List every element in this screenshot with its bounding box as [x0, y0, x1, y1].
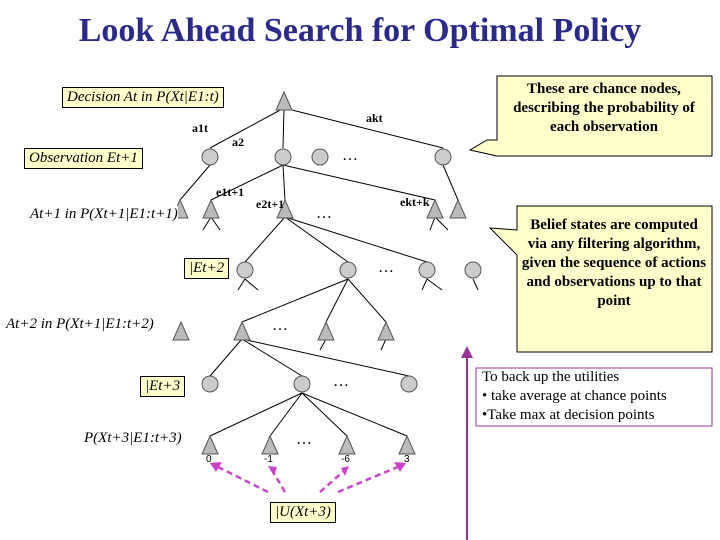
utility-arrows	[215, 464, 401, 494]
leaf-value-3: -6	[341, 454, 350, 465]
page-title: Look Ahead Search for Optimal Policy	[78, 12, 642, 49]
edge-label-ak: akt	[366, 111, 383, 125]
observation-label: Observation Et+1	[24, 148, 143, 169]
belief-callout-shape	[488, 205, 713, 353]
backup-arrowhead	[461, 346, 473, 358]
utility-arrowheads	[210, 462, 406, 476]
decision-t-label: Decision At in P(Xt|E1:t)	[62, 87, 224, 108]
ellipsis-1: …	[342, 147, 358, 164]
chance-nodes	[201, 148, 482, 393]
a-t1-label: At+1 in P(Xt+1|E1:t+1)	[30, 206, 178, 223]
ellipsis-2: …	[316, 205, 332, 222]
e-t2-label: |Et+2	[184, 258, 230, 279]
e-t3-label: |Et+3	[140, 376, 186, 397]
p-t3-label: P(Xt+3|E1:t+3)	[84, 430, 182, 447]
a-t2-label: At+2 in P(Xt+1|E1:t+2)	[6, 316, 154, 333]
chance-callout-shape	[468, 75, 713, 157]
backup-item-average: • take average at chance points	[482, 388, 667, 404]
utility-label: |U(Xt+3)	[270, 502, 336, 523]
backup-heading: To back up the utilities	[482, 369, 620, 385]
backup-item-max: •Take max at decision points	[482, 407, 655, 423]
edge-label-e2: e2t+1	[256, 197, 284, 211]
tree-edges	[179, 107, 479, 437]
backup-box	[475, 367, 713, 427]
chance-nodes-callout: These are chance nodes, describing the p…	[513, 81, 695, 135]
belief-states-callout: Belief states are computed via any filte…	[521, 217, 707, 309]
edge-label-e1: e1t+1	[216, 185, 244, 199]
leaf-value-1: 0	[206, 454, 212, 465]
ellipsis-6: …	[296, 431, 312, 448]
edge-label-a1: a1t	[192, 121, 208, 135]
leaf-value-4: 3	[404, 454, 410, 465]
edge-label-a2: a2	[232, 135, 244, 149]
leaf-value-2: -1	[264, 454, 273, 465]
ellipsis-4: …	[272, 317, 288, 334]
edge-label-ek: ekt+k	[400, 195, 430, 209]
ellipsis-5: …	[333, 373, 349, 390]
decision-nodes	[171, 90, 467, 455]
ellipsis-3: …	[378, 259, 394, 276]
